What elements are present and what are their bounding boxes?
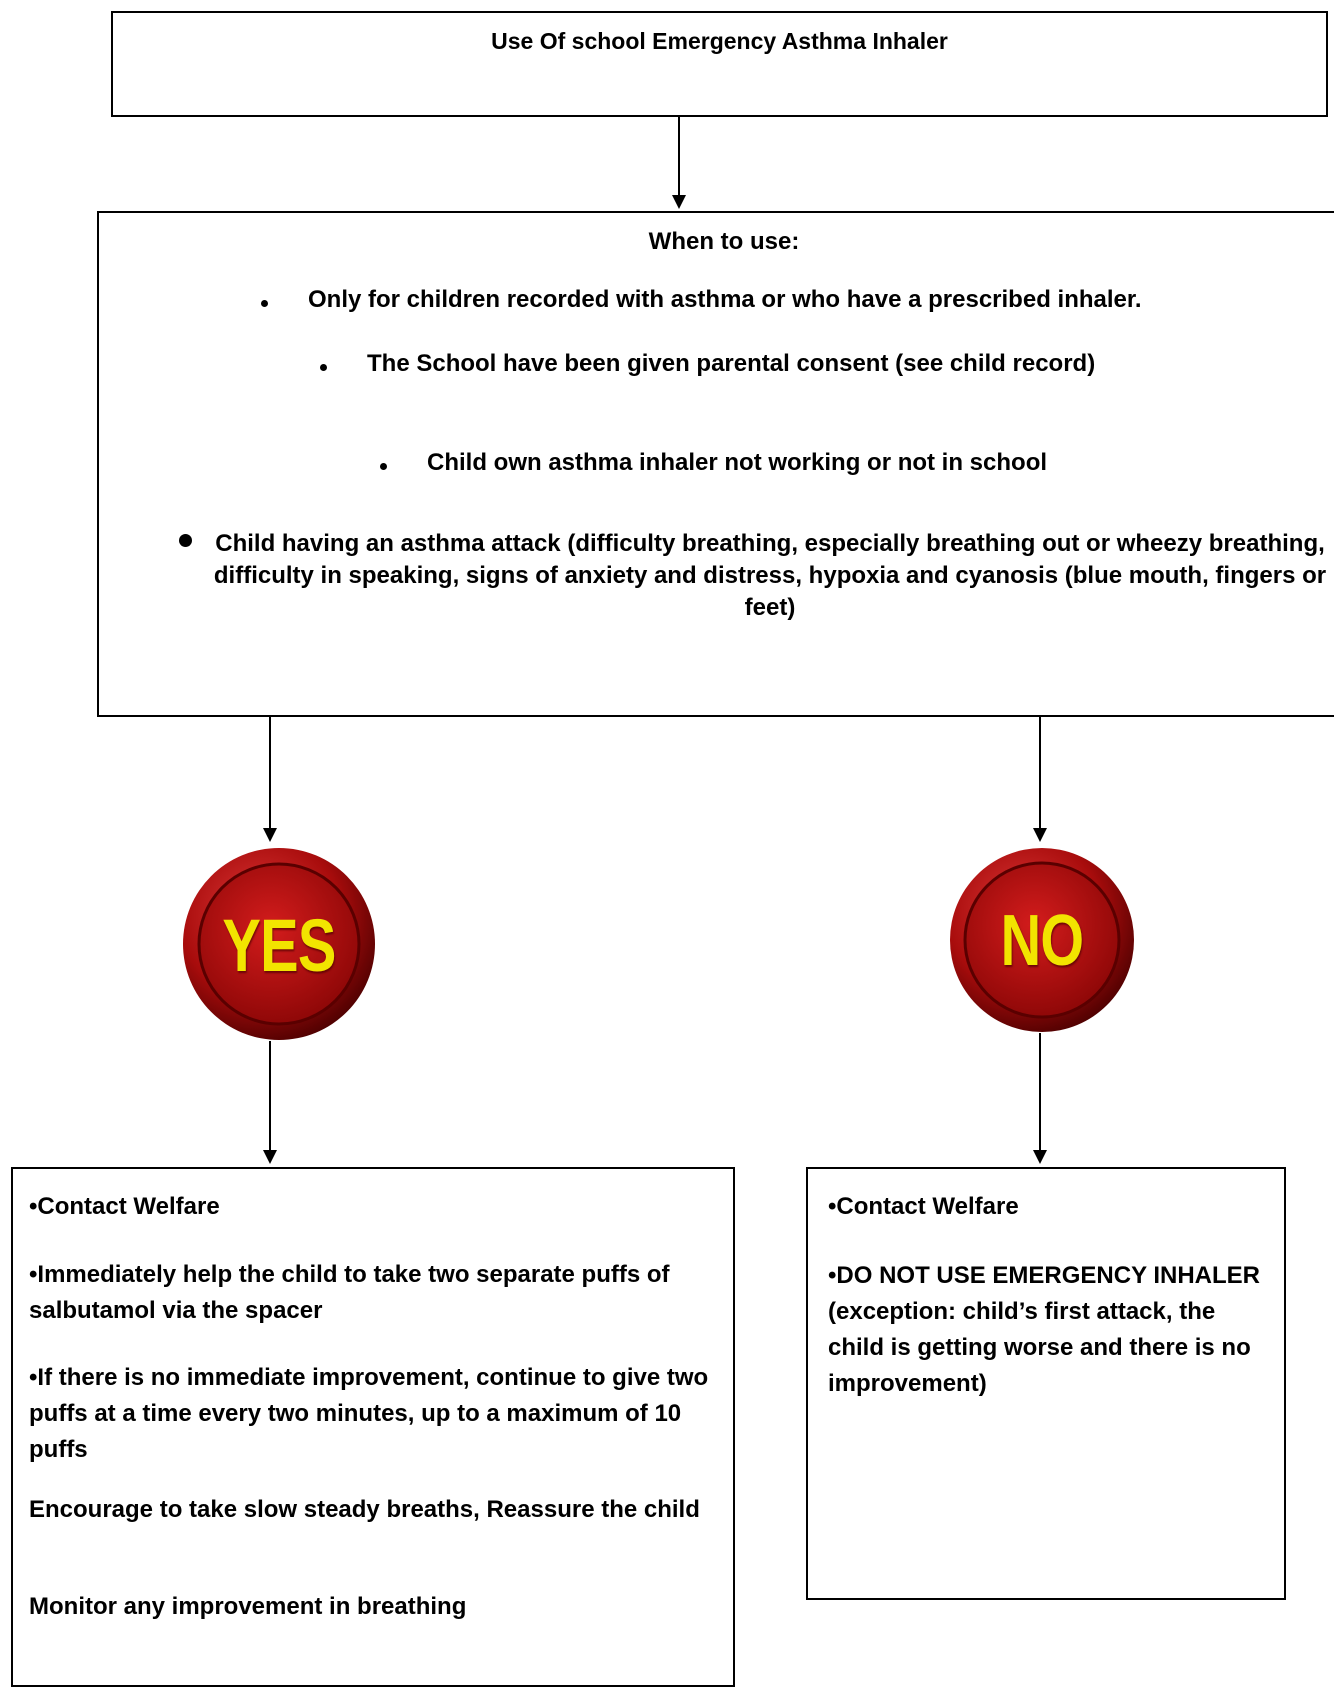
no-item-2: •DO NOT USE EMERGENCY INHALER (exception… bbox=[828, 1262, 1260, 1397]
yes-item-4: Encourage to take slow steady breaths, R… bbox=[29, 1496, 700, 1523]
yes-label: YES bbox=[222, 904, 336, 987]
arrowhead-title-when bbox=[672, 195, 686, 209]
arrowhead-when-yes bbox=[263, 828, 277, 842]
yes-item-1: •Contact Welfare bbox=[29, 1193, 220, 1220]
bullet-icon bbox=[261, 300, 268, 307]
arrowhead-no-box bbox=[1033, 1150, 1047, 1164]
when-to-use-box: When to use: Only for children recorded … bbox=[97, 211, 1334, 717]
when-item-1: Only for children recorded with asthma o… bbox=[308, 286, 1142, 313]
arrowhead-yes-box bbox=[263, 1150, 277, 1164]
when-item-3: Child own asthma inhaler not working or … bbox=[427, 449, 1048, 476]
red-button-icon bbox=[183, 848, 375, 1040]
no-label: NO bbox=[1000, 901, 1084, 981]
connector-no-box bbox=[1039, 1033, 1041, 1151]
yes-item-3: •If there is no immediate improvement, c… bbox=[29, 1364, 709, 1463]
yes-button: YES bbox=[180, 845, 378, 1043]
bullet-icon bbox=[380, 463, 387, 470]
connector-when-no bbox=[1039, 717, 1041, 829]
when-item-2: The School have been given parental cons… bbox=[367, 350, 1096, 377]
title-box: Use Of school Emergency Asthma Inhaler bbox=[111, 11, 1328, 117]
bullet-icon bbox=[320, 364, 327, 371]
red-button-icon bbox=[950, 848, 1134, 1032]
yes-item-5: Monitor any improvement in breathing bbox=[29, 1593, 467, 1620]
yes-actions-box: •Contact Welfare •Immediately help the c… bbox=[11, 1167, 735, 1687]
connector-when-yes bbox=[269, 717, 271, 829]
no-actions-box: •Contact Welfare •DO NOT USE EMERGENCY I… bbox=[806, 1167, 1286, 1600]
connector-yes-box bbox=[269, 1041, 271, 1151]
no-item-1: •Contact Welfare bbox=[828, 1193, 1019, 1220]
yes-item-2: •Immediately help the child to take two … bbox=[29, 1261, 670, 1324]
diagram-title: Use Of school Emergency Asthma Inhaler bbox=[491, 28, 948, 54]
connector-title-when bbox=[678, 117, 680, 197]
when-to-use-heading: When to use: bbox=[648, 228, 800, 255]
no-button: NO bbox=[947, 845, 1137, 1035]
bullet-icon bbox=[179, 534, 192, 547]
arrowhead-when-no bbox=[1033, 828, 1047, 842]
when-item-4: Child having an asthma attack (difficult… bbox=[213, 530, 1327, 621]
